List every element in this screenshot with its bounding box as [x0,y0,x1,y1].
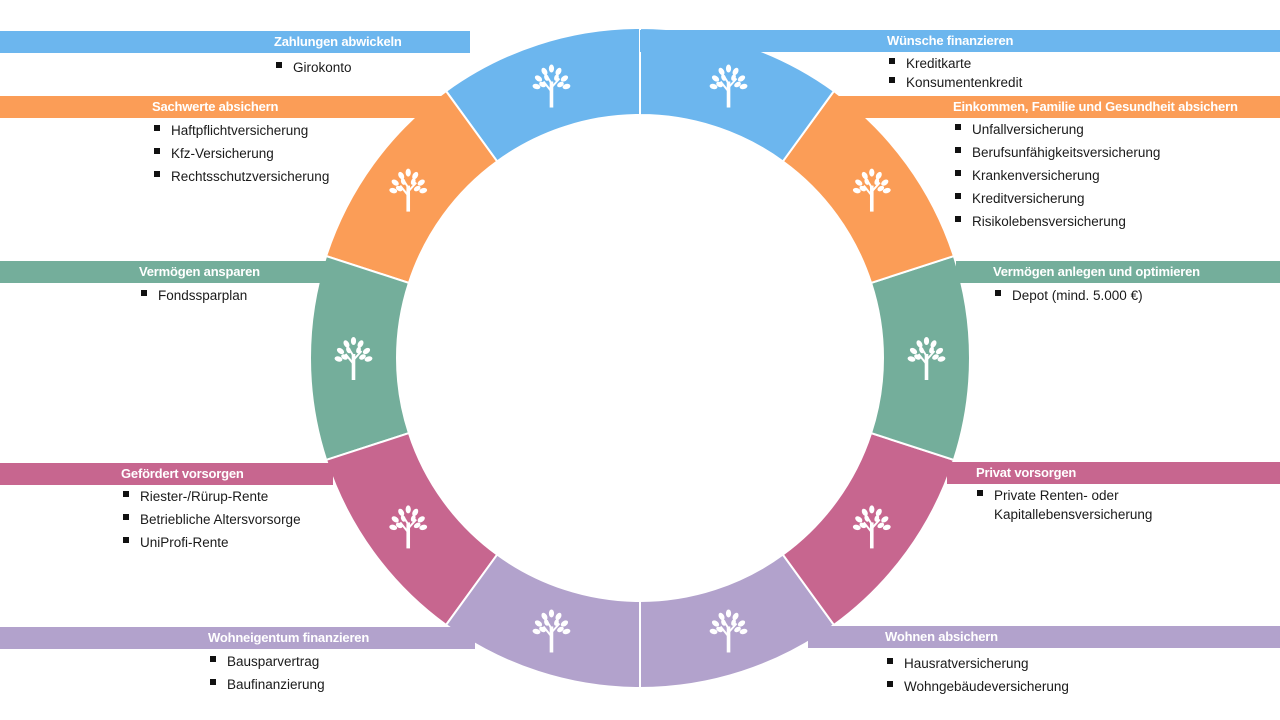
list-wohneigentum: Bausparvertrag Baufinanzierung [210,652,325,698]
band-einkommen: Einkommen, Familie und Gesundheit absich… [836,96,1280,118]
band-anlegen: Vermögen anlegen und optimieren [956,261,1280,283]
band-wohnen: Wohnen absichern [808,626,1280,648]
list-anlegen: Depot (mind. 5.000 €) [995,286,1143,309]
list-einkommen: Unfallversicherung Berufsunfähigkeitsver… [955,120,1160,235]
bullet-icon [123,537,129,543]
list-item: Rechtsschutzversicherung [154,167,329,186]
band-wuensche: Wünsche finanzieren [640,30,1280,52]
list-item: Hausratversicherung [887,654,1069,673]
category-title-wuensche: Wünsche finanzieren [887,33,1014,48]
band-privat: Privat vorsorgen [947,462,1280,484]
bullet-icon [887,681,893,687]
list-item: Krankenversicherung [955,166,1160,185]
list-item: Haftpflichtversicherung [154,121,329,140]
list-zahlungen: Girokonto [276,58,352,81]
list-item: Konsumentenkredit [889,73,1022,92]
bullet-icon [123,514,129,520]
list-item: Fondssparplan [141,286,247,305]
list-item: Unfallversicherung [955,120,1160,139]
bullet-icon [955,124,961,130]
list-item: Berufsunfähigkeitsversicherung [955,143,1160,162]
list-item: Kreditkarte [889,54,1022,73]
bullet-icon [276,62,282,68]
bullet-icon [955,170,961,176]
category-title-wohnen: Wohnen absichern [885,629,998,644]
category-title-privat: Privat vorsorgen [976,465,1077,480]
list-item: Depot (mind. 5.000 €) [995,286,1143,305]
list-privat: Private Renten- oder Kapitallebensversic… [977,486,1177,528]
category-title-sachwerte: Sachwerte absichern [152,99,279,114]
bullet-icon [210,656,216,662]
list-gefoerdert: Riester-/Rürup-Rente Betriebliche Alters… [123,487,301,556]
bullet-icon [154,171,160,177]
list-item: Wohngebäudeversicherung [887,677,1069,696]
bullet-icon [955,216,961,222]
bullet-icon [141,290,147,296]
list-item: UniProfi-Rente [123,533,301,552]
bullet-icon [889,77,895,83]
bullet-icon [123,491,129,497]
category-title-ansparen: Vermögen ansparen [139,264,260,279]
ring-segment-10 [639,26,836,163]
category-title-zahlungen: Zahlungen abwickeln [274,34,402,49]
list-item: Riester-/Rürup-Rente [123,487,301,506]
list-item: Baufinanzierung [210,675,325,694]
bullet-icon [955,147,961,153]
ring-segments [308,26,972,690]
band-zahlungen: Zahlungen abwickeln [0,31,470,53]
bullet-icon [210,679,216,685]
list-sachwerte: Haftpflichtversicherung Kfz-Versicherung… [154,121,329,190]
band-sachwerte: Sachwerte absichern [0,96,445,118]
bullet-icon [154,148,160,154]
bullet-icon [955,193,961,199]
category-title-gefoerdert: Gefördert vorsorgen [121,466,244,481]
band-gefoerdert: Gefördert vorsorgen [0,463,333,485]
category-title-einkommen: Einkommen, Familie und Gesundheit absich… [953,99,1238,114]
bullet-icon [977,490,983,496]
category-title-wohneigentum: Wohneigentum finanzieren [208,630,370,645]
bullet-icon [995,290,1001,296]
list-item: Private Renten- oder Kapitallebensversic… [977,486,1177,524]
list-item: Kreditversicherung [955,189,1160,208]
list-item: Betriebliche Altersvorsorge [123,510,301,529]
band-ansparen: Vermögen ansparen [0,261,326,283]
list-item: Kfz-Versicherung [154,144,329,163]
bullet-icon [154,125,160,131]
list-item: Bausparvertrag [210,652,325,671]
list-item: Risikolebensversicherung [955,212,1160,231]
list-ansparen: Fondssparplan [141,286,247,309]
list-wohnen: Hausratversicherung Wohngebäudeversicher… [887,654,1069,700]
bullet-icon [889,58,895,64]
list-wuensche: Kreditkarte Konsumentenkredit [889,54,1022,96]
category-title-anlegen: Vermögen anlegen und optimieren [993,264,1200,279]
band-wohneigentum: Wohneigentum finanzieren [0,627,475,649]
bullet-icon [887,658,893,664]
list-item: Girokonto [276,58,352,77]
